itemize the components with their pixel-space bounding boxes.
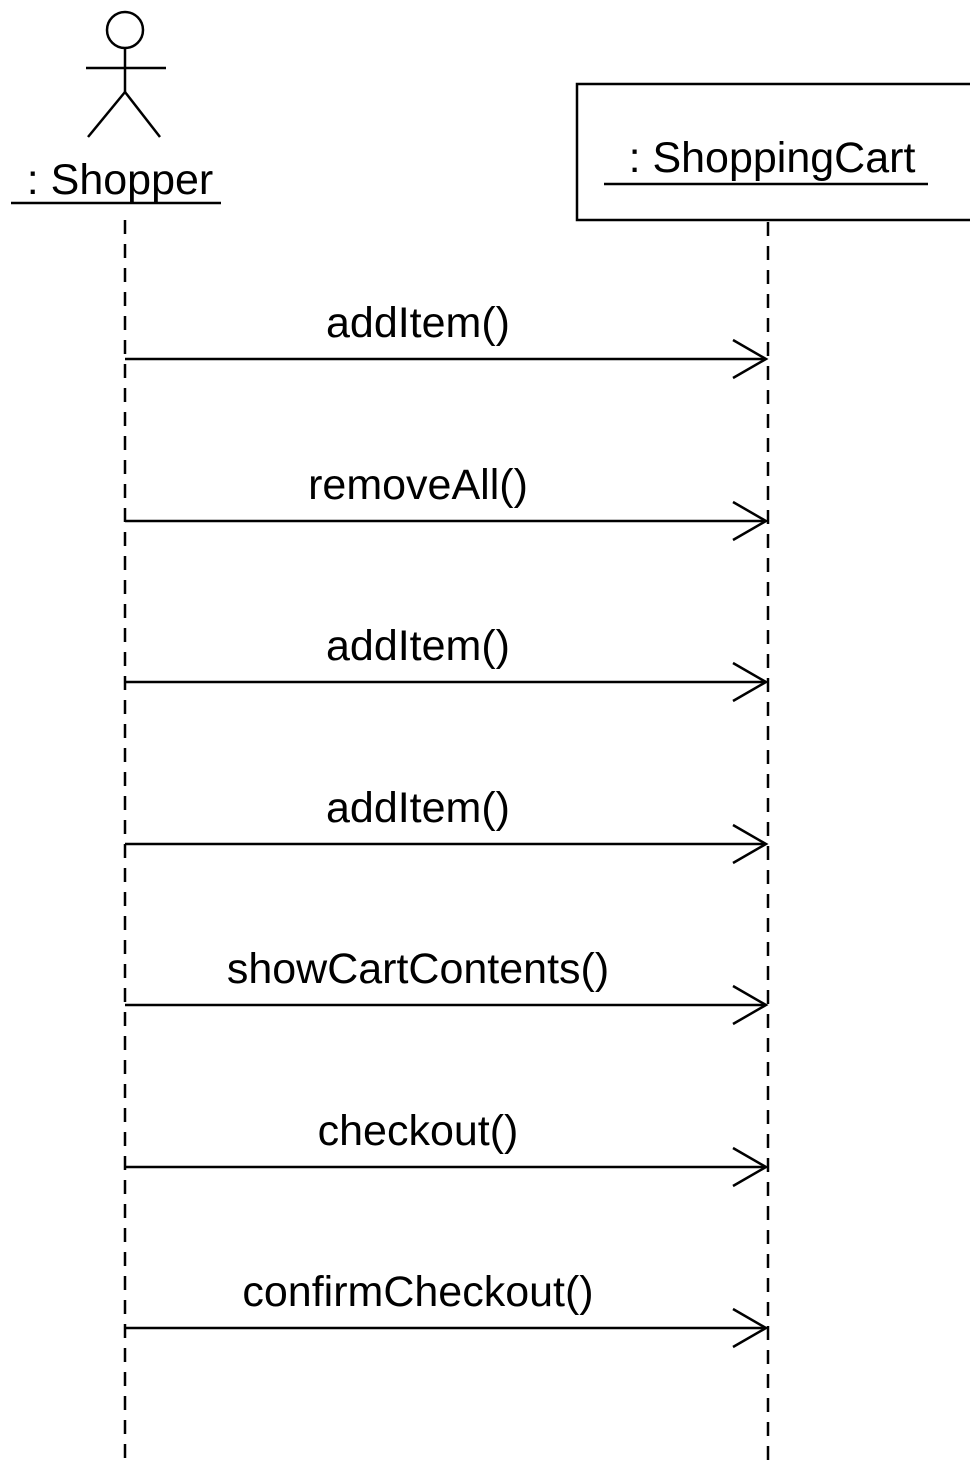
shopping-cart-label: : ShoppingCart [629, 134, 916, 182]
message-1: addItem() [125, 299, 769, 380]
message-label: addItem() [326, 299, 510, 347]
message-label: addItem() [326, 784, 510, 832]
arrowhead-icon [732, 823, 769, 865]
stick-figure-icon [86, 10, 166, 138]
arrowhead-icon [732, 1146, 769, 1188]
shopper-actor: : Shopper [11, 10, 221, 205]
message-4: addItem() [125, 784, 769, 865]
message-label: addItem() [326, 622, 510, 670]
arrowhead-icon [732, 1307, 769, 1349]
arrowhead-icon [732, 500, 769, 542]
message-label: showCartContents() [227, 945, 609, 993]
messages-group: addItem() removeAll() addItem() addItem() sh… [125, 299, 769, 1349]
arrowhead-icon [732, 984, 769, 1026]
message-6: checkout() [125, 1107, 769, 1188]
message-2: removeAll() [125, 461, 769, 542]
message-5: showCartContents() [125, 945, 769, 1026]
arrowhead-icon [732, 338, 769, 380]
message-7: confirmCheckout() [125, 1268, 769, 1349]
shopping-cart-object: : ShoppingCart [575, 82, 970, 222]
arrowhead-icon [732, 661, 769, 703]
message-3: addItem() [125, 622, 769, 703]
shopper-label: : Shopper [27, 156, 213, 204]
message-label: confirmCheckout() [242, 1268, 593, 1316]
message-label: checkout() [318, 1107, 519, 1155]
shopping-cart-box [575, 82, 970, 222]
message-label: removeAll() [308, 461, 528, 509]
